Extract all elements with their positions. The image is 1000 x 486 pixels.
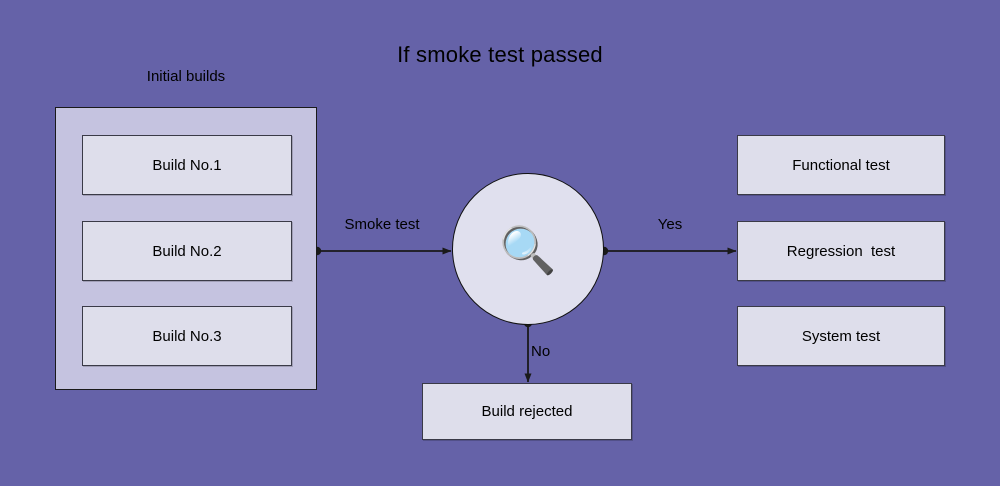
node-build-rejected-label: Build rejected [481,403,573,420]
node-system-test-label: System test [801,327,881,345]
connector-builds-to-decision [312,246,452,256]
node-system-test[interactable]: System test [737,306,945,366]
node-build-1-label: Build No.1 [152,156,222,174]
edge-label-no: No [531,343,551,360]
node-build-2-label: Build No.2 [152,242,222,260]
group-label-initial-builds: Initial builds [146,68,226,85]
node-functional-test[interactable]: Functional test [737,135,945,195]
edge-label-yes: Yes [657,216,683,233]
node-regression-test-label: Regression test [786,242,896,260]
edge-label-smoke-test: Smoke test [344,216,420,233]
decision-node-smoke-test[interactable] [452,173,604,325]
magnifier-icon: 🔍 [499,224,557,276]
node-functional-test-label: Functional test [792,156,890,174]
node-build-3[interactable]: Build No.3 [82,306,292,366]
page-title: If smoke test passed [397,42,603,67]
node-build-2[interactable]: Build No.2 [82,221,292,281]
node-build-rejected[interactable]: Build rejected [422,383,632,440]
node-regression-test[interactable]: Regression test [737,221,945,281]
node-build-1[interactable]: Build No.1 [82,135,292,195]
connector-decision-to-regression [599,246,737,256]
node-build-3-label: Build No.3 [152,327,222,345]
